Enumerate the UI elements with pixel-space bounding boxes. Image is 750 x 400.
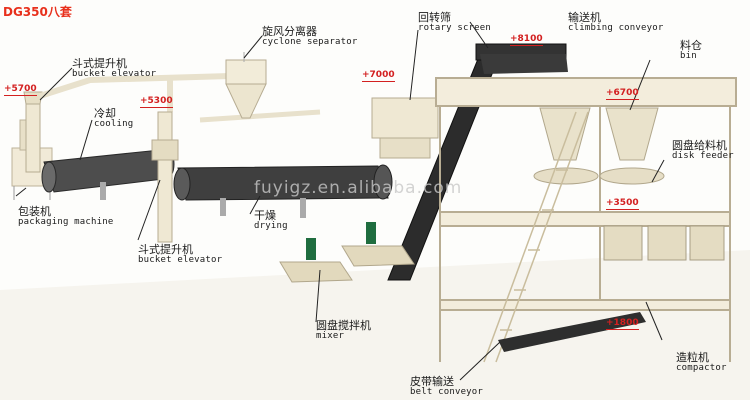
elevation-7000: +7000 xyxy=(362,70,395,80)
rotary-screen xyxy=(372,98,438,158)
label-bucket-elevator-bottom: 斗式提升机 bucket elevator xyxy=(138,244,222,266)
label-en: belt conveyor xyxy=(410,388,483,398)
label-en: cyclone separator xyxy=(262,38,358,48)
label-compactor: 造粒机 compactor xyxy=(676,352,727,374)
label-en: rotary screen xyxy=(418,24,491,34)
label-belt-conveyor: 皮带输送 belt conveyor xyxy=(410,376,483,398)
label-en: mixer xyxy=(316,332,371,342)
label-en: climbing conveyor xyxy=(568,24,664,34)
label-drying: 干燥 drying xyxy=(254,210,288,232)
elevation-5300: +5300 xyxy=(140,96,173,106)
label-en: bucket elevator xyxy=(72,70,156,80)
label-bucket-elevator-top: 斗式提升机 bucket elevator xyxy=(72,58,156,80)
label-mixer: 圆盘搅拌机 mixer xyxy=(316,320,371,342)
duct-pipes xyxy=(40,76,320,120)
label-rotary-screen: 回转筛 rotary screen xyxy=(418,12,491,34)
label-en: cooling xyxy=(94,120,133,130)
bucket-elevator-left xyxy=(24,92,42,172)
label-en: drying xyxy=(254,222,288,232)
label-en: compactor xyxy=(676,364,727,374)
compactors xyxy=(604,226,724,260)
watermark: fuyigz.en.alibaba.com xyxy=(254,178,462,198)
cyclone-separator xyxy=(226,52,266,118)
elevation-1800: +1800 xyxy=(606,318,639,328)
label-cooling: 冷却 cooling xyxy=(94,108,133,130)
elevation-6700: +6700 xyxy=(606,88,639,98)
label-packaging: 包装机 packaging machine xyxy=(18,206,114,228)
elevation-5700: +5700 xyxy=(4,84,37,94)
label-en: packaging machine xyxy=(18,218,114,228)
label-cyclone: 旋风分离器 cyclone separator xyxy=(262,26,358,48)
label-disk-feeder: 圆盘给料机 disk feeder xyxy=(672,140,734,162)
label-en: bin xyxy=(680,52,702,62)
elevation-3500: +3500 xyxy=(606,198,639,208)
label-bin: 料仓 bin xyxy=(680,40,702,62)
elevation-8100: +8100 xyxy=(510,34,543,44)
label-en: disk feeder xyxy=(672,152,734,162)
label-climbing-conveyor: 输送机 climbing conveyor xyxy=(568,12,664,34)
page-title: DG350八套 xyxy=(3,3,72,20)
label-en: bucket elevator xyxy=(138,256,222,266)
